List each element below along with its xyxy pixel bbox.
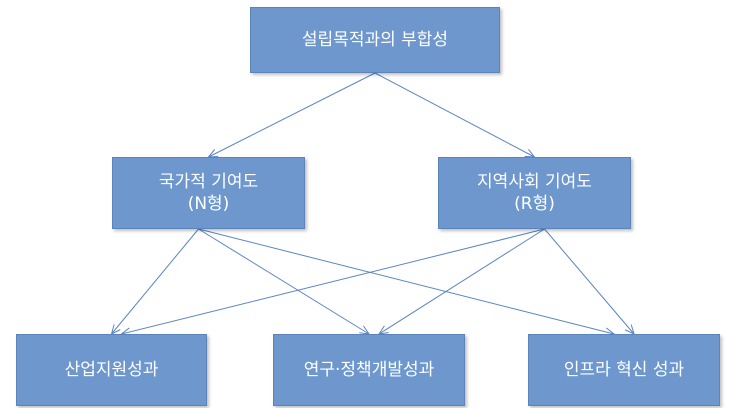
node-national-type: (N형) bbox=[187, 194, 230, 214]
arrow-regional-to-industry bbox=[122, 228, 545, 334]
arrow-national-to-research bbox=[198, 228, 370, 334]
node-research-label: 연구·정책개발성과 bbox=[303, 360, 435, 380]
node-national-label: 국가적 기여도 bbox=[158, 172, 259, 192]
node-root-purpose-fit: 설립목적과의 부합성 bbox=[250, 7, 500, 73]
node-national-contribution: 국가적 기여도 (N형) bbox=[112, 157, 305, 229]
arrow-regional-to-research bbox=[379, 228, 545, 334]
arrow-root-to-regional bbox=[374, 72, 535, 157]
node-root-label: 설립목적과의 부합성 bbox=[301, 30, 449, 50]
arrow-national-to-infra bbox=[198, 228, 615, 334]
node-regional-label: 지역사회 기여도 bbox=[477, 172, 592, 192]
arrow-regional-to-infra bbox=[544, 228, 635, 334]
node-industry-label: 산업지원성과 bbox=[64, 360, 159, 380]
node-industry-support: 산업지원성과 bbox=[16, 334, 207, 406]
node-regional-type: (R형) bbox=[514, 194, 555, 214]
node-regional-contribution: 지역사회 기여도 (R형) bbox=[438, 157, 631, 229]
node-infra-label: 인프라 혁신 성과 bbox=[563, 360, 685, 380]
arrow-root-to-national bbox=[209, 72, 376, 157]
arrow-national-to-industry bbox=[112, 228, 199, 334]
node-research-policy: 연구·정책개발성과 bbox=[273, 334, 465, 406]
node-infra-innovation: 인프라 혁신 성과 bbox=[528, 334, 720, 406]
